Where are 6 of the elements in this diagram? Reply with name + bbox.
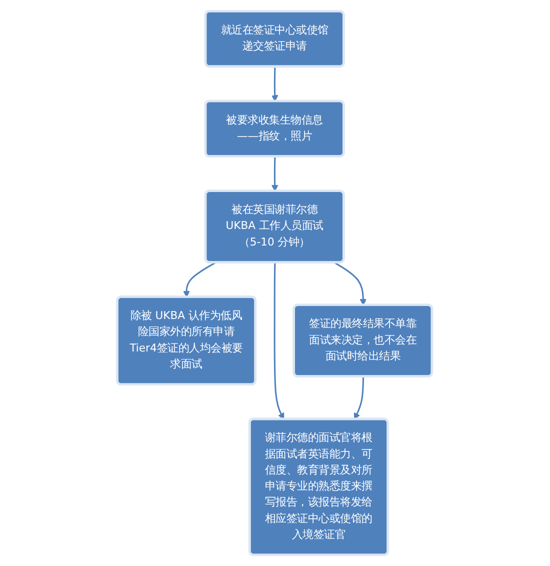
arrow bbox=[272, 66, 279, 102]
arrow bbox=[272, 156, 279, 192]
arrow bbox=[334, 262, 367, 306]
arrow bbox=[274, 262, 285, 420]
arrow bbox=[184, 262, 216, 298]
arrow bbox=[354, 376, 364, 420]
